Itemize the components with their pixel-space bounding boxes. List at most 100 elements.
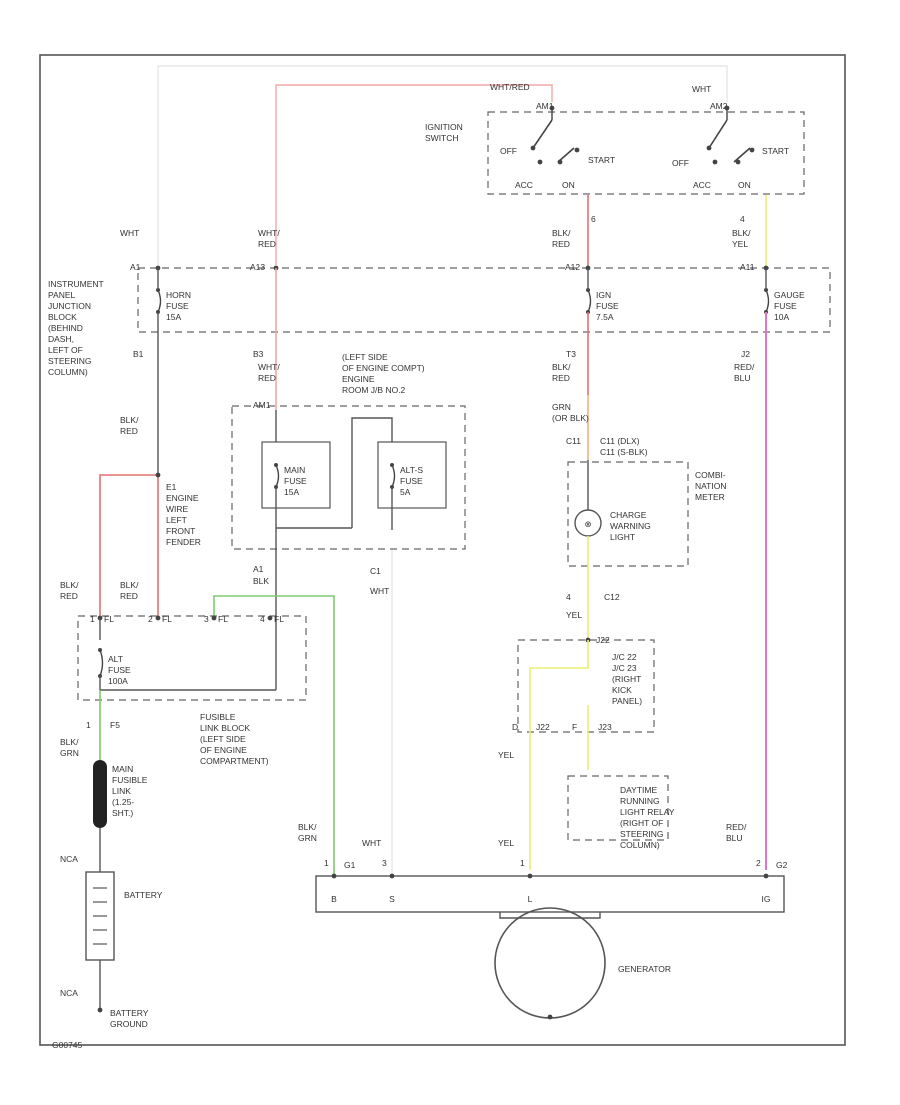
connector-label: E1 (166, 482, 177, 492)
component-label: (LEFT SIDE (200, 734, 246, 744)
wire-color-label: BLK (253, 576, 269, 586)
ignition-switch-label: SWITCH (425, 133, 459, 143)
switch-arm (708, 119, 728, 149)
pin-number-label: 1 (520, 858, 525, 868)
fuse-label: FUSE (108, 665, 131, 675)
connector-label: A1 (253, 564, 264, 574)
component-label: FUSIBLE (112, 775, 148, 785)
generator-pin-node (763, 873, 769, 879)
fuse-label: FUSE (166, 301, 189, 311)
component-label: COMPARTMENT) (200, 756, 269, 766)
connector-label: ENGINE (166, 493, 199, 503)
fuse-label: GAUGE (774, 290, 805, 300)
fusible-link-node (155, 615, 161, 621)
connector-label: J2 (741, 349, 750, 359)
wire-color-label: WHT/RED (490, 82, 530, 92)
wire-color-label: RED (120, 591, 138, 601)
connector-note: C11 (S-BLK) (600, 447, 648, 457)
junction-block-label: DASH, (48, 334, 74, 344)
pin-number-label: 2 (756, 858, 761, 868)
component-label: OF ENGINE (200, 745, 247, 755)
connector-label: FRONT (166, 526, 195, 536)
pin-number-label: 6 (591, 214, 596, 224)
combination-meter-box (567, 461, 689, 567)
switch-position-label: ON (738, 180, 751, 190)
wire-color-label: YEL (566, 610, 582, 620)
wire-color-label: RED (60, 591, 78, 601)
fuse-element (765, 289, 770, 313)
wire-color-label: WHT (370, 586, 389, 596)
lamp-glyph: ⊗ (584, 519, 591, 529)
connector-label: A12 (565, 262, 580, 272)
connector-label: FL (162, 614, 172, 624)
connector-label: J23 (598, 722, 612, 732)
component-label: (1.25- (112, 797, 134, 807)
fuse-label: 7.5A (596, 312, 614, 322)
component-label: PANEL) (612, 696, 642, 706)
wire-color-label: YEL (732, 239, 748, 249)
generator-pin-node (389, 873, 395, 879)
wire-color-label: BLK/ (60, 580, 79, 590)
generator-terminal-label: S (389, 894, 395, 904)
connector-label: F5 (110, 720, 120, 730)
connector-label: C1 (370, 566, 381, 576)
wire-color-label: YEL (498, 838, 514, 848)
generator-body (494, 907, 606, 1019)
component-label: WARNING (610, 521, 651, 531)
connector-label: LEFT (166, 515, 187, 525)
fuse-label: MAIN (284, 465, 305, 475)
wire-color-label: WHT (120, 228, 139, 238)
wire-color-label: GRN (298, 833, 317, 843)
fuse-element (99, 649, 104, 677)
fuse-label: IGN (596, 290, 611, 300)
connector-label: J22 (596, 635, 610, 645)
generator-pin-node (331, 873, 337, 879)
fuse-element (157, 289, 162, 313)
component-label: METER (695, 492, 725, 502)
fuse-label: ALT-S (400, 465, 423, 475)
switch-contact-node (706, 145, 712, 151)
generator-pin-node (527, 873, 533, 879)
connector-label: B1 (133, 349, 144, 359)
component-label: J/C 23 (612, 663, 637, 673)
pin-number-label: 3 (204, 614, 209, 624)
switch-contact-node (530, 145, 536, 151)
component-label: MAIN (112, 764, 133, 774)
generator-terminal-label: B (331, 894, 337, 904)
pin-number-label: 1 (86, 720, 91, 730)
junction-block-label: STEERING (48, 356, 91, 366)
component-label: LIGHT (610, 532, 635, 542)
switch-position-label: ACC (693, 180, 711, 190)
component-label: DAYTIME (620, 785, 657, 795)
fuse-label: 100A (108, 676, 128, 686)
connector-label: C12 (604, 592, 620, 602)
switch-contact-node (749, 147, 755, 153)
fuse-holder (377, 441, 447, 509)
component-label: (RIGHT (612, 674, 641, 684)
wire-color-label: BLK/ (120, 580, 139, 590)
connector-label: C11 (566, 436, 581, 446)
fuse-label: FUSE (596, 301, 619, 311)
fuse-label: FUSE (400, 476, 423, 486)
switch-position-label: START (588, 155, 615, 165)
component-label: GROUND (110, 1019, 148, 1029)
wire-color-label: WHT/ (258, 362, 280, 372)
switch-position-label: START (762, 146, 789, 156)
pin-number-label: F (572, 722, 577, 732)
wire-color-label: WHT (692, 84, 711, 94)
wire-color-label: (OR BLK) (552, 413, 589, 423)
junction-block-label: OF ENGINE COMPT) (342, 363, 425, 373)
component-label: KICK (612, 685, 632, 695)
fuse-element (391, 464, 396, 488)
wire (351, 417, 393, 528)
component-label: BATTERY (110, 1008, 149, 1018)
component-label: NATION (695, 481, 726, 491)
pin-number-label: 1 (90, 614, 95, 624)
connector-label: A1 (130, 262, 141, 272)
switch-position-label: ACC (515, 180, 533, 190)
connector-label: FENDER (166, 537, 201, 547)
connector-label: A11 (740, 262, 755, 272)
connector-label: T3 (566, 349, 576, 359)
connector-label: FL (274, 614, 284, 624)
